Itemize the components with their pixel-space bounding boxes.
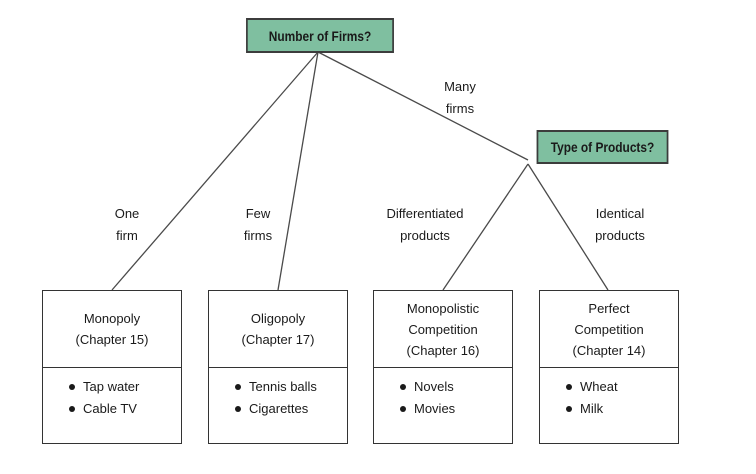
list-item: Cable TV: [69, 398, 181, 420]
line-identical: [527, 163, 609, 291]
sub-question-box: Type of Products?: [536, 130, 669, 164]
examples-list: Novels Movies: [374, 368, 512, 420]
root-question-text: Number of Firms?: [268, 27, 372, 44]
examples-list: Tennis balls Cigarettes: [209, 368, 347, 420]
line-one-firm: [111, 51, 319, 291]
list-item: Novels: [400, 376, 512, 398]
divider: [540, 367, 678, 368]
market-title: Oligopoly (Chapter 17): [241, 311, 315, 347]
list-item: Tennis balls: [235, 376, 347, 398]
list-item: Milk: [566, 398, 678, 420]
divider: [209, 367, 347, 368]
list-item: Movies: [400, 398, 512, 420]
branch-label-few-firms: Few firms: [243, 206, 273, 243]
examples-list: Wheat Milk: [540, 368, 678, 420]
divider: [374, 367, 512, 368]
market-card-monopolistic-competition: Monopolistic Competition (Chapter 16) No…: [373, 290, 513, 444]
list-item: Tap water: [69, 376, 181, 398]
branch-label-many-firms: Many firms: [444, 79, 476, 116]
market-card-oligopoly: Oligopoly (Chapter 17) Tennis balls Ciga…: [208, 290, 348, 444]
divider: [43, 367, 181, 368]
market-card-monopoly: Monopoly (Chapter 15) Tap water Cable TV: [42, 290, 182, 444]
line-differentiated: [442, 163, 529, 291]
market-title: Monopolistic Competition (Chapter 16): [406, 300, 480, 358]
sub-question-text: Type of Products?: [550, 139, 655, 155]
root-question-box: Number of Firms?: [246, 18, 394, 53]
branch-label-identical: Identical products: [595, 206, 645, 243]
list-item: Cigarettes: [235, 398, 347, 420]
branch-label-differentiated: Differentiated products: [386, 206, 464, 243]
branch-label-one-firm: One firm: [114, 206, 140, 243]
market-title: Perfect Competition (Chapter 14): [572, 300, 646, 358]
list-item: Wheat: [566, 376, 678, 398]
examples-list: Tap water Cable TV: [43, 368, 181, 420]
line-many-firms: [317, 51, 529, 161]
market-title: Monopoly (Chapter 15): [75, 311, 149, 347]
line-few-firms: [277, 51, 319, 291]
market-card-perfect-competition: Perfect Competition (Chapter 14) Wheat M…: [539, 290, 679, 444]
